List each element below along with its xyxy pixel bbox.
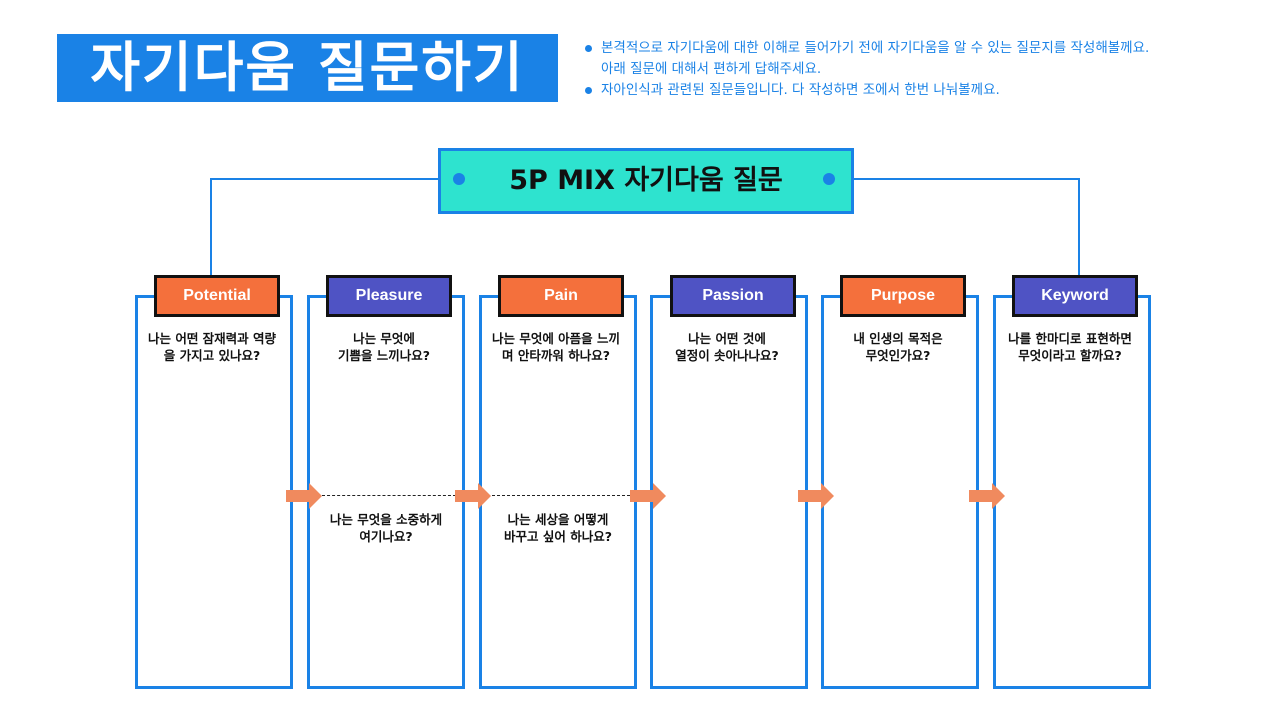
question-potential: 나는 어떤 잠재력과 역량 을 가지고 있나요? — [137, 330, 287, 364]
connector-right-vertical — [1078, 178, 1080, 276]
question-line: 내 인생의 목적은 — [853, 331, 943, 346]
header-potential: Potential — [154, 275, 280, 317]
question-pleasure: 나는 무엇에 기쁨을 느끼나요? — [309, 330, 459, 364]
question-pain: 나는 무엇에 아픔을 느끼 며 안타까워 하나요? — [481, 330, 631, 364]
connector-dot-icon — [453, 173, 465, 185]
question-purpose: 내 인생의 목적은 무엇인가요? — [823, 330, 973, 364]
intro-item-1-continuation: 아래 질문에 대해서 편하게 답해주세요. — [601, 61, 822, 77]
right-arrow-icon — [798, 483, 834, 509]
question-keyword: 나를 한마디로 표현하면 무엇이라고 할까요? — [995, 330, 1145, 364]
header-pleasure: Pleasure — [326, 275, 452, 317]
right-arrow-icon — [969, 483, 1005, 509]
sub-question-line: 나는 세상을 어떻게 — [507, 512, 609, 527]
question-line: 을 가지고 있나요? — [163, 348, 261, 363]
right-arrow-icon — [455, 483, 491, 509]
intro-item-2: 자아인식과 관련된 질문들입니다. 다 작성하면 조에서 한번 나눠볼께요. — [585, 80, 1275, 101]
connector-left-vertical — [210, 178, 212, 276]
center-topic-box: 5P MIX 자기다움 질문 — [438, 148, 854, 214]
sub-question-pleasure: 나는 무엇을 소중하게 여기나요? — [311, 511, 461, 545]
question-line: 나는 무엇에 — [353, 331, 415, 346]
question-line: 무엇인가요? — [865, 348, 931, 363]
dashed-divider-pain — [492, 495, 630, 496]
sub-question-line: 여기나요? — [359, 529, 413, 544]
intro-item-1: 본격적으로 자기다움에 대한 이해로 들어가기 전에 자기다움을 알 수 있는 … — [585, 38, 1275, 59]
header-pain: Pain — [498, 275, 624, 317]
right-arrow-icon — [630, 483, 666, 509]
column-keyword — [993, 295, 1151, 689]
question-line: 기쁨을 느끼나요? — [337, 348, 431, 363]
header-purpose: Purpose — [840, 275, 966, 317]
connector-dot-icon — [823, 173, 835, 185]
header-passion: Passion — [670, 275, 796, 317]
dashed-divider-pleasure — [322, 495, 456, 496]
intro-text-1: 본격적으로 자기다움에 대한 이해로 들어가기 전에 자기다움을 알 수 있는 … — [601, 40, 1150, 56]
right-arrow-icon — [286, 483, 322, 509]
page-title: 자기다움 질문하기 — [57, 34, 558, 102]
question-line: 열정이 솟아나나요? — [675, 348, 779, 363]
question-line: 나는 무엇에 아픔을 느끼 — [491, 331, 621, 346]
connector-right-horizontal — [848, 178, 1080, 180]
question-line: 며 안타까워 하나요? — [502, 348, 610, 363]
question-line: 무엇이라고 할까요? — [1018, 348, 1122, 363]
column-potential — [135, 295, 293, 689]
question-line: 나는 어떤 것에 — [688, 331, 766, 346]
sub-question-line: 바꾸고 싶어 하나요? — [504, 529, 612, 544]
intro-list: 본격적으로 자기다움에 대한 이해로 들어가기 전에 자기다움을 알 수 있는 … — [585, 38, 1275, 101]
intro-text-2: 자아인식과 관련된 질문들입니다. 다 작성하면 조에서 한번 나눠볼께요. — [601, 82, 1000, 98]
sub-question-pain: 나는 세상을 어떻게 바꾸고 싶어 하나요? — [483, 511, 633, 545]
sub-question-line: 나는 무엇을 소중하게 — [329, 512, 443, 527]
question-line: 나를 한마디로 표현하면 — [1008, 331, 1132, 346]
header-keyword: Keyword — [1012, 275, 1138, 317]
question-line: 나는 어떤 잠재력과 역량 — [147, 331, 277, 346]
connector-left-horizontal — [210, 178, 440, 180]
question-passion: 나는 어떤 것에 열정이 솟아나나요? — [652, 330, 802, 364]
